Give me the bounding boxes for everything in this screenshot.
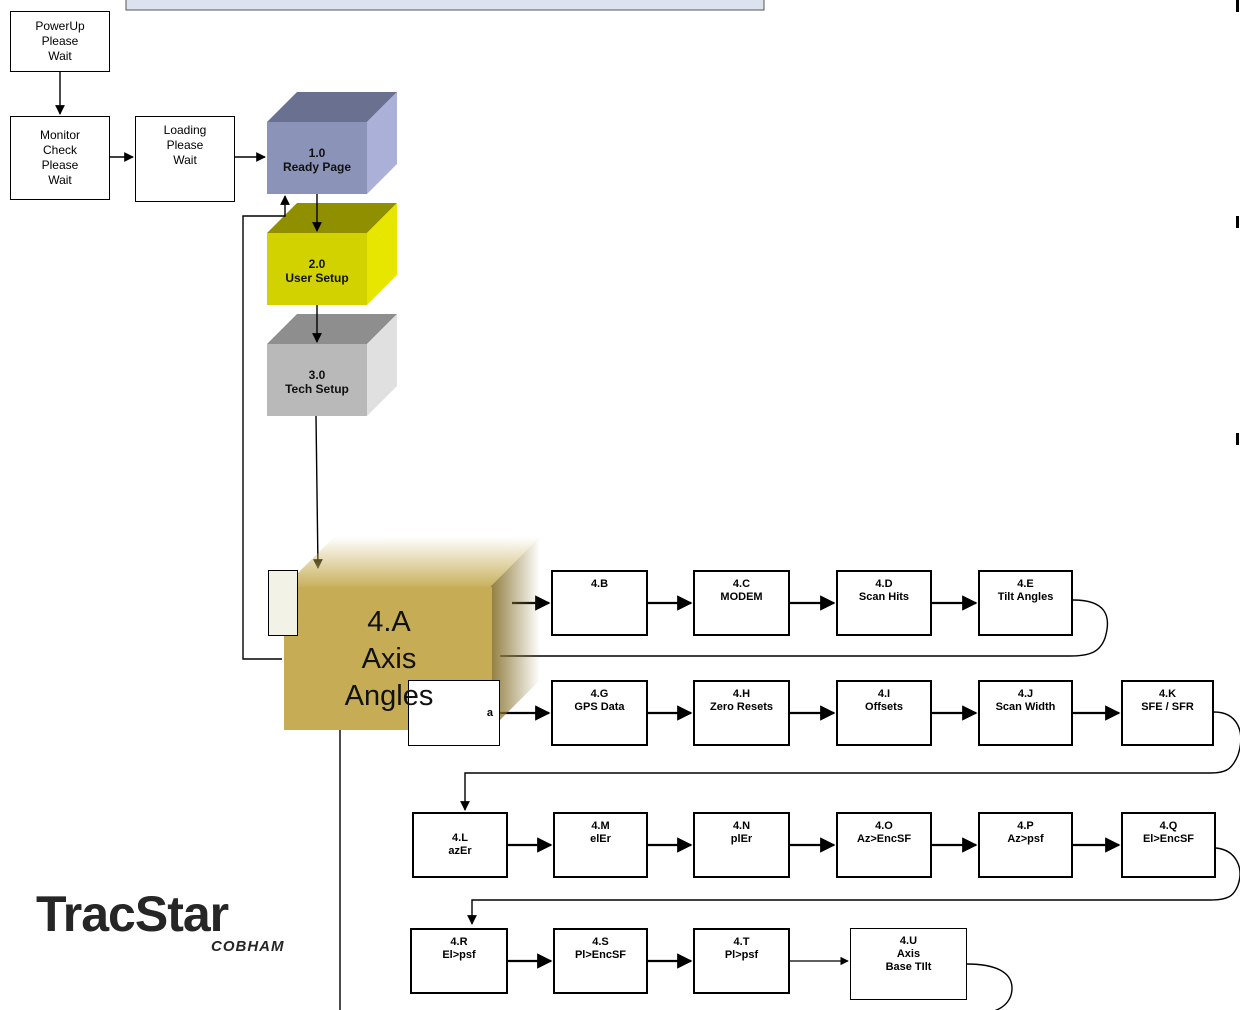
box-loading[interactable]: Loading Please Wait [135, 116, 235, 202]
box-4e-tilt-angles[interactable]: 4.E Tilt Angles [978, 570, 1073, 636]
cube-tech-setup[interactable] [267, 314, 397, 416]
edge-mark [1236, 216, 1239, 228]
logo-main-text: TracStar [36, 886, 229, 942]
box-4r-el-psf[interactable]: 4.R El>psf [410, 928, 508, 994]
box-4i-offsets[interactable]: 4.I Offsets [836, 680, 932, 746]
cube-ready-page[interactable] [267, 92, 397, 194]
box-4t-pl-psf[interactable]: 4.T Pl>psf [693, 928, 790, 994]
cube-label-tech-setup: 3.0 Tech Setup [285, 368, 349, 396]
box-4n-pler[interactable]: 4.N plEr [693, 812, 790, 878]
connectors [55, 72, 1240, 1010]
header-banner [125, 0, 765, 11]
cube-label-ready-page: 1.0 Ready Page [282, 146, 352, 174]
highlight-4a-label[interactable]: 4.A Axis Angles [344, 605, 434, 712]
box-4j-scan-width[interactable]: 4.J Scan Width [978, 680, 1073, 746]
box-4k-sfe-sfr[interactable]: 4.K SFE / SFR [1121, 680, 1214, 746]
box-4o-az-encsf[interactable]: 4.O Az>EncSF [836, 812, 932, 878]
box-powerup[interactable]: PowerUp Please Wait [10, 11, 110, 72]
tracstar-logo: TracStar COBHAM [36, 886, 284, 955]
box-4c-modem[interactable]: 4.C MODEM [693, 570, 790, 636]
cube-user-setup[interactable] [267, 203, 397, 305]
box-monitor-check[interactable]: Monitor Check Please Wait [10, 116, 110, 200]
box-4s-pl-encsf[interactable]: 4.S Pl>EncSF [553, 928, 648, 994]
box-4f-fragment: a [486, 706, 493, 719]
box-4b[interactable]: 4.B [551, 570, 648, 636]
box-4f-partial[interactable]: a [408, 680, 500, 746]
box-4l-azer[interactable]: 4.L azEr [412, 812, 508, 878]
box-4a-behind[interactable] [268, 570, 298, 636]
box-4g-gps-data[interactable]: 4.G GPS Data [551, 680, 648, 746]
box-4h-zero-resets[interactable]: 4.H Zero Resets [693, 680, 790, 746]
logo-sub-text: COBHAM [211, 938, 285, 955]
box-4m-eler[interactable]: 4.M elEr [553, 812, 648, 878]
box-4d-scan-hits[interactable]: 4.D Scan Hits [836, 570, 932, 636]
cube-label-user-setup: 2.0 User Setup [285, 257, 349, 285]
edge-mark [1236, 433, 1239, 445]
edge-mark [1236, 0, 1239, 12]
box-4p-az-psf[interactable]: 4.P Az>psf [978, 812, 1073, 878]
box-4u-axis-base-tilt[interactable]: 4.U Axis Base TIlt [850, 928, 967, 1000]
box-4q-el-encsf[interactable]: 4.Q El>EncSF [1121, 812, 1216, 878]
